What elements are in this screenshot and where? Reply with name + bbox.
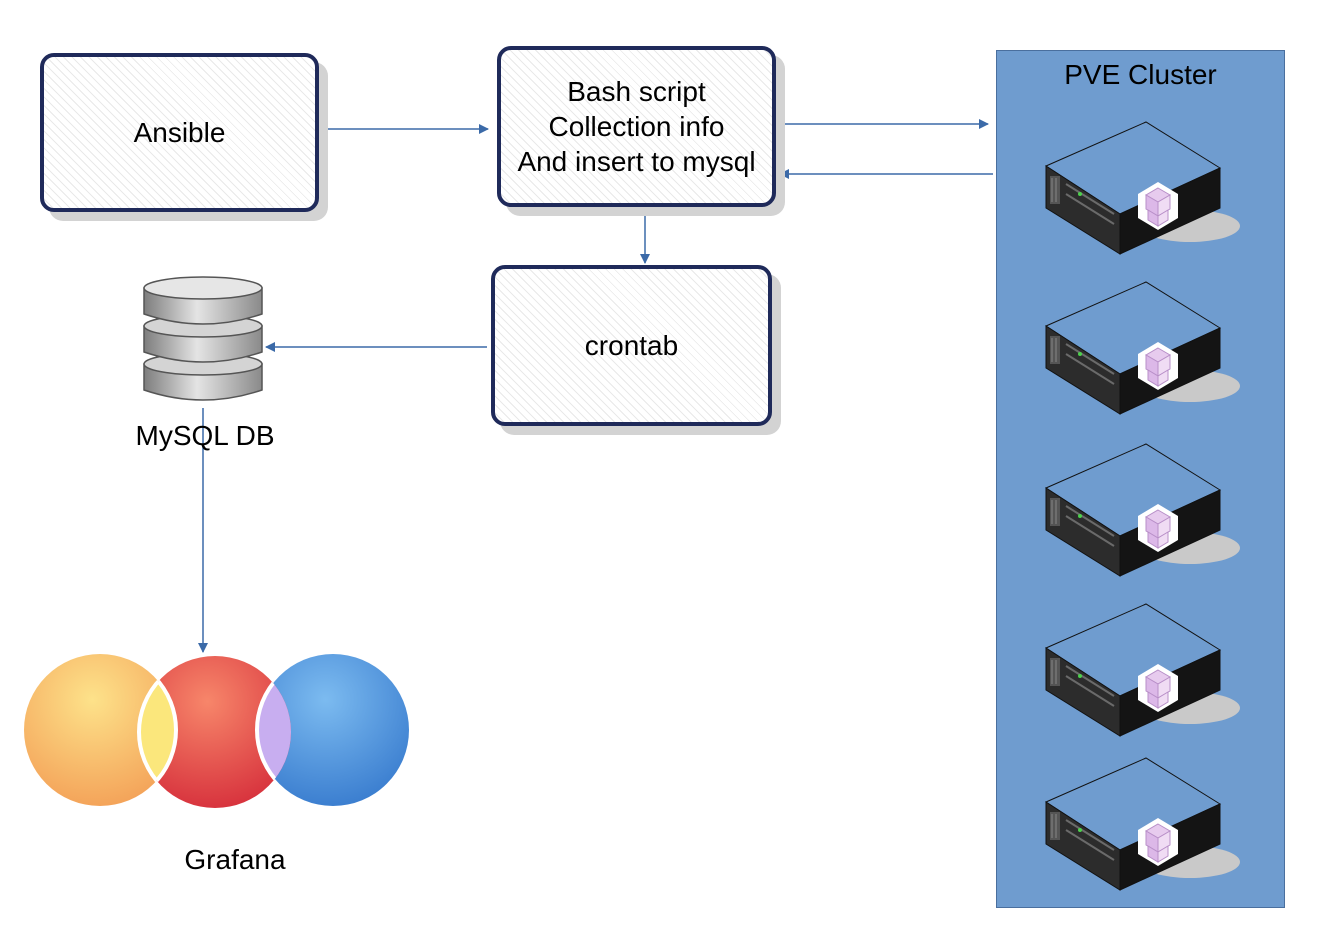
- server-icon: [1040, 440, 1240, 580]
- grafana-logo: [24, 654, 409, 808]
- ansible-label: Ansible: [133, 117, 226, 148]
- database-icon: [143, 276, 263, 401]
- bash-script-node: Bash script Collection info And insert t…: [497, 46, 776, 207]
- server-icon: [1040, 118, 1240, 258]
- mysql-db-label: MySQL DB: [135, 420, 275, 451]
- ansible-node: Ansible: [40, 53, 319, 212]
- pve-cluster-container: PVE Cluster: [996, 50, 1285, 908]
- crontab-label: crontab: [584, 330, 679, 361]
- pve-cluster-title: PVE Cluster: [1064, 59, 1217, 90]
- server-icon: [1040, 600, 1240, 740]
- grafana-label: Grafana: [184, 844, 286, 875]
- crontab-node: crontab: [491, 265, 772, 426]
- server-icon: [1040, 754, 1240, 894]
- server-icon: [1040, 278, 1240, 418]
- bash-script-label: Bash script Collection info And insert t…: [517, 76, 756, 177]
